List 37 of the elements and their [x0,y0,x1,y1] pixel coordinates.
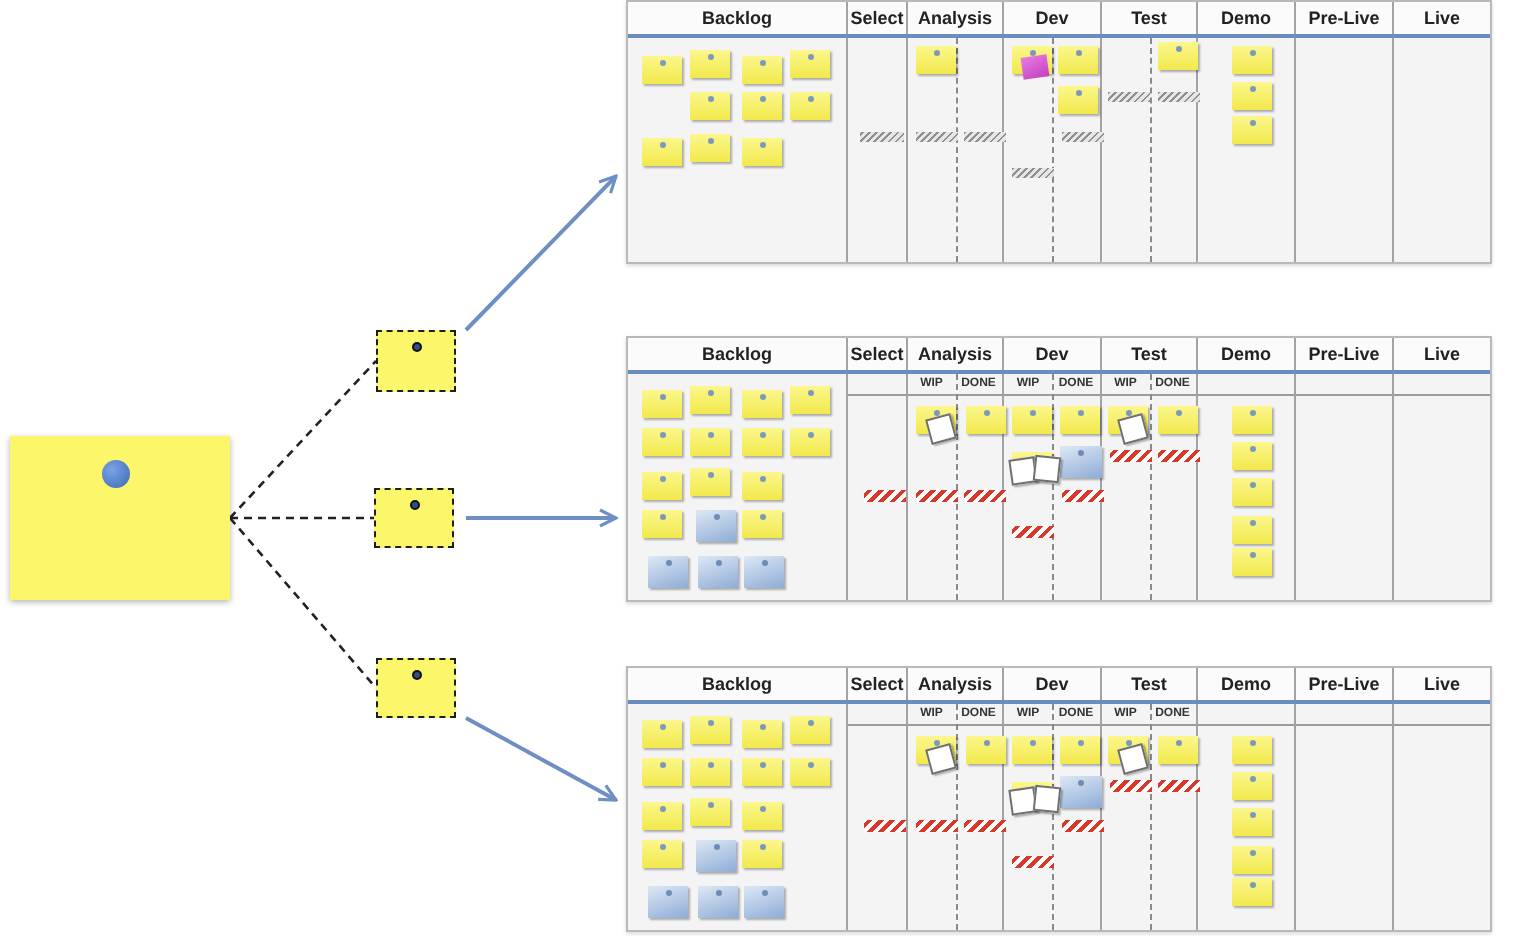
column-header: Dev [1035,674,1069,694]
kanban-board [626,336,1492,602]
connector-line [229,517,377,689]
kanban-board [626,0,1492,264]
column-header: Select [850,344,904,364]
column-header: Select [850,674,904,694]
column-header: Live [1423,674,1460,694]
column-header: Pre-Live [1308,344,1380,364]
kanban-board [626,666,1492,932]
column-header: Pre-Live [1308,674,1380,694]
connector-line [229,360,377,519]
column-header: Backlog [701,8,772,28]
column-header: Test [1131,8,1167,28]
column-header: Test [1131,344,1167,364]
arrow [464,174,618,332]
column-header: Select [850,8,904,28]
column-header: Dev [1035,8,1069,28]
column-header: Demo [1220,8,1271,28]
sticky-note [10,436,230,600]
connector-line [230,516,374,520]
column-header: Analysis [917,344,993,364]
column-header: Live [1423,8,1460,28]
arrow [466,508,618,528]
column-header: Live [1423,344,1460,364]
column-header: Demo [1220,344,1271,364]
sticky-note [376,330,456,392]
sticky-note [376,658,456,718]
column-header: Dev [1035,344,1069,364]
column-header: Backlog [701,344,772,364]
column-header: Analysis [917,8,993,28]
arrow [465,716,618,802]
column-header: Demo [1220,674,1271,694]
column-header: Pre-Live [1308,8,1380,28]
column-header: Analysis [917,674,993,694]
sticky-note [374,488,454,548]
column-header: Backlog [701,674,772,694]
column-header: Test [1131,674,1167,694]
